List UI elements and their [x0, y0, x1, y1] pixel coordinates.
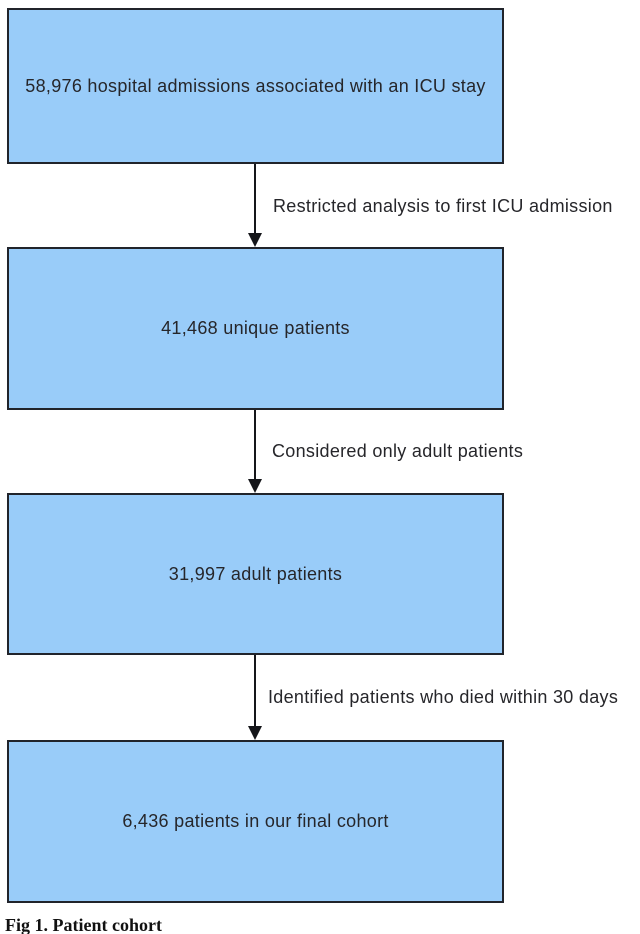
arrow-line	[253, 655, 256, 729]
arrow-down-icon	[247, 479, 262, 493]
flow-arrow-1	[247, 164, 262, 247]
flow-node-unique-patients: 41,468 unique patients	[7, 247, 504, 410]
flow-node-label: 41,468 unique patients	[161, 318, 350, 339]
edge-label-first-icu-admission: Restricted analysis to first ICU admissi…	[273, 196, 613, 216]
edge-label-adult-patients: Considered only adult patients	[272, 441, 524, 461]
flow-arrow-3	[247, 655, 262, 740]
flow-node-hospital-admissions: 58,976 hospital admissions associated wi…	[7, 8, 504, 164]
flow-node-final-cohort: 6,436 patients in our final cohort	[7, 740, 504, 903]
arrow-line	[253, 410, 256, 482]
arrow-down-icon	[247, 233, 262, 247]
flow-arrow-2	[247, 410, 262, 493]
arrow-down-icon	[247, 726, 262, 740]
flow-node-label: 31,997 adult patients	[168, 563, 343, 584]
flow-node-label: 6,436 patients in our final cohort	[122, 811, 389, 832]
arrow-line	[253, 164, 256, 236]
edge-label-died-within-30-days: Identified patients who died within 30 d…	[268, 687, 619, 707]
figure-caption: Fig 1. Patient cohort	[5, 915, 162, 934]
flow-node-label: 58,976 hospital admissions associated wi…	[25, 75, 486, 96]
flow-node-adult-patients: 31,997 adult patients	[7, 493, 504, 655]
